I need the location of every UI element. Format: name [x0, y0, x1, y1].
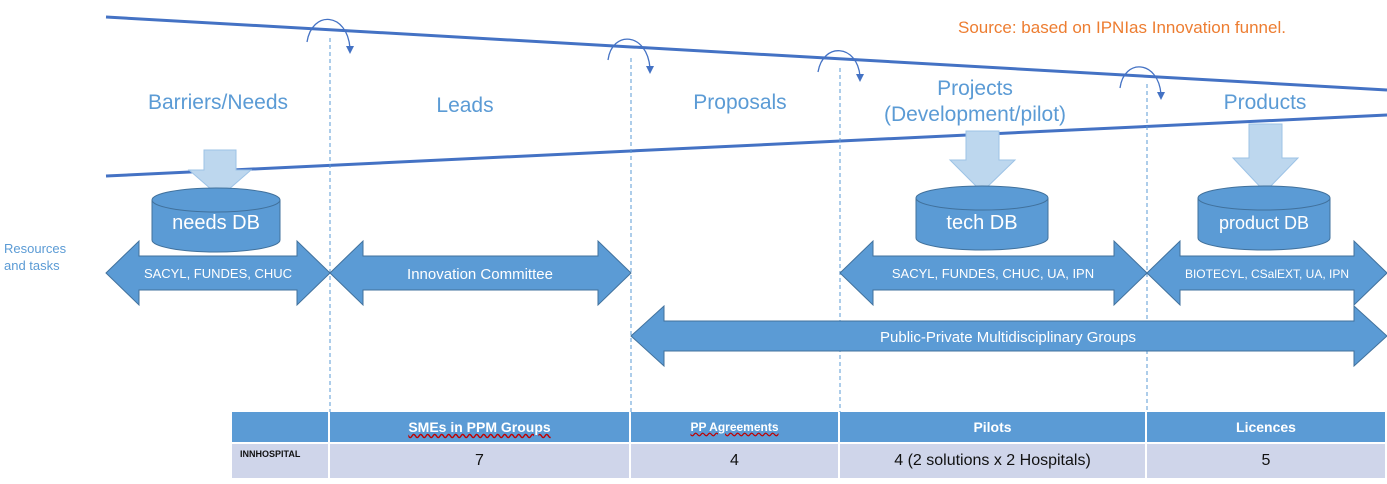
funnel-bottom-line	[105, 113, 1387, 178]
product-db-label: product DB	[1219, 213, 1309, 233]
down-arrow-product	[1231, 123, 1300, 193]
tech-db-cylinder	[915, 197, 1049, 251]
transition-arrow	[817, 50, 861, 77]
stage-proposals: Proposals	[693, 91, 787, 114]
transition-arrow	[306, 18, 351, 49]
table-cell: 4 (2 solutions x 2 Hospitals)	[839, 443, 1147, 478]
stage-barriers: Barriers/Needs	[147, 91, 289, 114]
table-header-blank	[232, 412, 330, 444]
arrow-groups-label: Public-Private Multidisciplinary Groups	[880, 329, 1136, 346]
product-db-cylinder	[1197, 197, 1331, 251]
table-header-smes: SMEs in PPM Groups	[329, 412, 631, 444]
tech-db-label: tech DB	[946, 212, 1017, 234]
arrow-products-label: BIOTECYL, CSalEXT, UA, IPN	[1185, 267, 1349, 281]
arrow-products	[1146, 239, 1387, 307]
arrow-barriers-label: SACYL, FUNDES, CHUC	[144, 266, 292, 281]
transition-arrow	[607, 38, 651, 69]
table-cell: 7	[329, 443, 631, 478]
table-header-pp: PP Agreements	[630, 412, 840, 444]
arrow-leads	[329, 239, 632, 307]
table-row: INNHOSPITAL 7 4 4 (2 solutions x 2 Hospi…	[232, 443, 1385, 478]
table-header-row: SMEs in PPM Groups PP Agreements Pilots …	[232, 412, 1385, 444]
metrics-table: SMEs in PPM Groups PP Agreements Pilots …	[232, 412, 1385, 478]
stage-projects: Projects (Development/pilot)	[883, 77, 1067, 126]
resources-label: Resources and tasks	[4, 241, 67, 273]
table-header-licences: Licences	[1146, 412, 1385, 444]
down-arrow-needs	[187, 149, 253, 198]
source-note: Source: based on IPNIas Innovation funne…	[958, 18, 1286, 37]
table-cell: 4	[630, 443, 840, 478]
down-arrow-tech	[948, 130, 1017, 193]
table-cell: 5	[1146, 443, 1385, 478]
arrow-projects-label: SACYL, FUNDES, CHUC, UA, IPN	[892, 266, 1094, 281]
table-header-pilots: Pilots	[839, 412, 1147, 444]
stage-products: Products	[1223, 91, 1307, 114]
arrow-groups	[630, 304, 1387, 368]
table-row-label: INNHOSPITAL	[232, 443, 330, 478]
stage-leads: Leads	[436, 94, 494, 117]
needs-db-cylinder	[151, 199, 281, 253]
funnel-top-line	[105, 15, 1387, 92]
arrow-leads-label: Innovation Committee	[407, 266, 553, 283]
transition-arrow	[1119, 66, 1162, 95]
needs-db-label: needs DB	[172, 212, 260, 234]
